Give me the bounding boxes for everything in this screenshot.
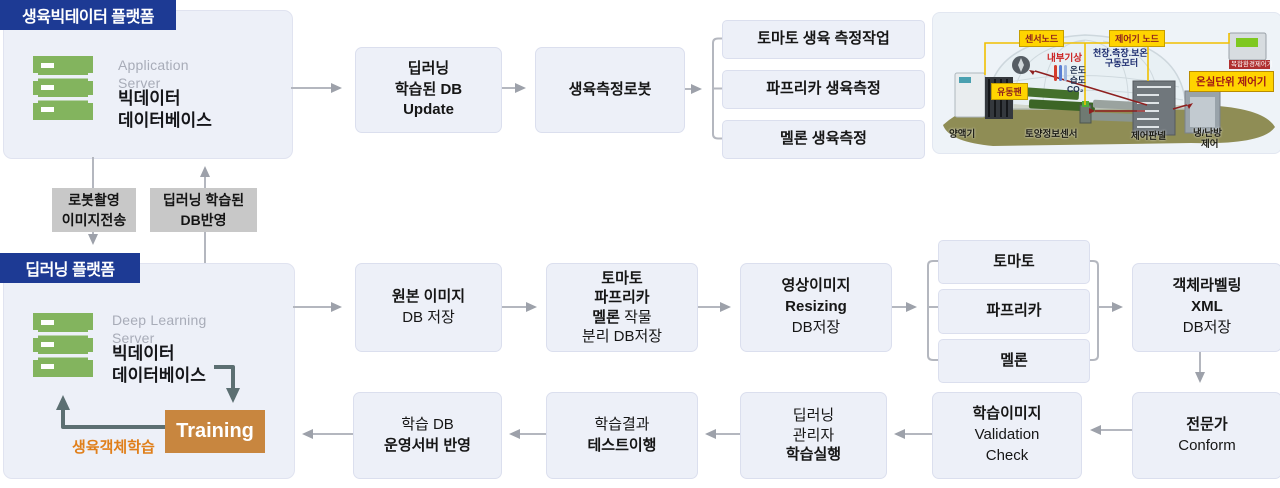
nutrient-machine-label: 양액기 xyxy=(949,129,976,140)
indoor-weather-label: 내부기상 xyxy=(1047,53,1082,64)
crop-melon-box: 멜론 xyxy=(938,339,1090,383)
motor-label-line2: 구동모터 xyxy=(1105,58,1139,68)
task-melon-measure: 멜론 생육측정 xyxy=(722,120,925,159)
greenhouse-illustration: 센서노드 제어기 노드 복합환경제어기 온실단위 제어기 내부기상 천장.측장.… xyxy=(932,12,1280,154)
growth-platform-badge: 생육빅테이터 플랫폼 xyxy=(0,0,176,30)
compound-env-controller-label: 복합환경제어기 xyxy=(1229,60,1273,70)
deep-learning-platform-badge: 딥러닝 플랫폼 xyxy=(0,253,140,283)
controller-node-label: 제어기 노드 xyxy=(1109,30,1165,47)
greenhouse-unit-controller-label: 온실단위 제어기 xyxy=(1189,71,1274,92)
soil-sensor-label: 토양정보센서 xyxy=(1025,129,1078,140)
motor-label-line1: 천장.측장.보온 xyxy=(1093,48,1148,58)
task-paprika-measure: 파프리카 생육측정 xyxy=(722,70,925,109)
circulation-fan-label: 유동팬 xyxy=(991,83,1028,100)
humidity-label: 습도 xyxy=(1070,75,1086,85)
sensor-node-label: 센서노드 xyxy=(1019,30,1065,47)
measurement-robot-step: 생육측정로봇 xyxy=(535,47,685,133)
control-panel-label: 제어판넬 xyxy=(1131,131,1166,142)
temperature-label: 온도 xyxy=(1070,65,1086,75)
application-server-icon xyxy=(33,56,93,120)
crop-tomato-box: 토마토 xyxy=(938,240,1090,284)
task-tomato-measure: 토마토 생육 측정작업 xyxy=(722,20,925,59)
hvac-label-line1: 냉/난방 xyxy=(1193,128,1222,139)
co2-label: CO₂ xyxy=(1067,84,1084,94)
training-box: Training xyxy=(165,410,265,453)
greenhouse-scene xyxy=(943,32,1275,146)
growth-object-learning-label: 생육객체학습 xyxy=(72,439,155,456)
crop-paprika-box: 파프리카 xyxy=(938,289,1090,334)
hvac-label-line2: 제어 xyxy=(1201,139,1219,150)
deep-learning-server-icon xyxy=(33,313,93,377)
